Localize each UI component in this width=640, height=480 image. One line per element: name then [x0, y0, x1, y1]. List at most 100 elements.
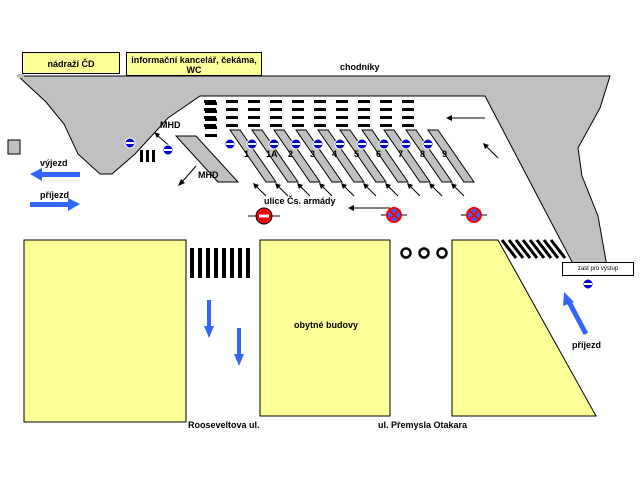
arrowhead-street: [348, 205, 354, 211]
crosswalk-stripe: [380, 124, 392, 127]
bus-sign-bar: [164, 149, 172, 151]
platform-island: [405, 129, 453, 183]
entry-arrow: [365, 185, 377, 197]
crosswalk-stripe: [549, 239, 567, 259]
crosswalk-stripe: [402, 116, 414, 119]
platform-entry-arrows: [253, 183, 465, 197]
platform-number: 9: [442, 149, 447, 159]
info-office-building: informační kancelář, čekáma, WC: [126, 52, 262, 76]
crosswalk-stripe: [336, 108, 348, 111]
crosswalk-stripe: [542, 239, 560, 259]
bus-stop-sign-icon: [162, 144, 174, 156]
building-left: [23, 239, 187, 423]
crosswalk-stripe: [402, 124, 414, 127]
bus-sign-bar: [126, 142, 134, 144]
ground-edge: [18, 74, 24, 78]
arrow-arrival-left: [30, 198, 80, 211]
crosswalk-stripe: [226, 108, 238, 111]
crosswalk-stripe: [292, 100, 304, 103]
crosswalk-stripe: [226, 124, 238, 127]
platform-island: [273, 129, 321, 183]
entry-arrow: [409, 185, 421, 197]
no-stopping-sign-icon: [381, 207, 407, 223]
crosswalk-stripe: [314, 116, 326, 119]
platform-number: 1A: [266, 149, 278, 159]
residential-label: obytné budovy: [294, 320, 359, 330]
bus-sign-bar: [358, 143, 366, 145]
crosswalk-stripe: [528, 239, 546, 259]
bollard-icon: [418, 247, 430, 259]
crosswalk-stripe: [204, 116, 216, 119]
roosevelt-street-label: Rooseveltova ul.: [188, 420, 260, 430]
crosswalk-stripe: [402, 100, 414, 103]
platform-number: 4: [332, 149, 337, 159]
bus-sign-bar: [584, 283, 592, 285]
crosswalk-stripe: [535, 239, 553, 259]
crosswalk-stripe: [521, 239, 539, 259]
crosswalk-stripe: [205, 134, 217, 137]
exit-sign-label: zast pro výstup: [577, 266, 619, 272]
entry-arrow: [431, 185, 443, 197]
entry-arrowhead: [385, 183, 391, 189]
departure-label: výjezd: [40, 158, 68, 168]
premysl-street-label: ul. Přemysla Otakara: [378, 420, 468, 430]
crosswalk-stripe: [246, 248, 250, 278]
bus-stop-sign-icon: [290, 138, 302, 150]
entry-arrowhead: [297, 183, 303, 189]
bus-stop-sign-icon: [400, 138, 412, 150]
entry-arrowhead: [363, 183, 369, 189]
bus-stop-sign-icon: [124, 137, 136, 149]
crosswalk-stripe: [270, 100, 282, 103]
entry-arrowhead: [429, 183, 435, 189]
sidewalks-label: chodníky: [340, 62, 380, 72]
crosswalk-stripe: [314, 124, 326, 127]
crosswalk-stripe: [205, 126, 217, 129]
platform-number: 3: [310, 149, 315, 159]
no-stopping-sign-icon: [461, 207, 487, 223]
bus-sign-bar: [248, 143, 256, 145]
crosswalk-stripe: [358, 124, 370, 127]
bus-stop-sign-icon: [246, 138, 258, 150]
entry-arrow: [277, 185, 289, 197]
bus-sign-bar: [226, 143, 234, 145]
bus-stop-sign-icon: [312, 138, 324, 150]
bus-sign-bar: [314, 143, 322, 145]
crosswalk-stripe: [380, 116, 392, 119]
crosswalk-stripe: [248, 124, 260, 127]
station-building: nádraží ČD: [22, 52, 120, 74]
platform-number: 5: [354, 149, 359, 159]
entry-arrowhead: [451, 183, 457, 189]
street-label: ulice Čs. armády: [264, 196, 336, 206]
crosswalk-stripe: [226, 100, 238, 103]
mhd-arrow-down: [181, 165, 197, 183]
crosswalk-stripe: [230, 248, 234, 278]
crosswalk-stripe: [358, 108, 370, 111]
platform-number: 8: [420, 149, 425, 159]
crosswalk-bottom-right: [500, 239, 567, 259]
crosswalk-stripe: [248, 116, 260, 119]
entry-arrow: [321, 185, 333, 197]
info-office-label: informační kancelář, čekáma, WC: [131, 55, 257, 75]
bus-stop-sign-icon: [224, 138, 236, 150]
crosswalk-roosevelt: [190, 248, 250, 278]
platform-number: 6: [376, 149, 381, 159]
mhd-label-bottom: MHD: [198, 170, 219, 180]
platform-island: [295, 129, 343, 183]
entry-arrowhead: [407, 183, 413, 189]
crosswalk-stripe: [402, 108, 414, 111]
crosswalk-stripe: [358, 116, 370, 119]
crosswalk-stripe: [198, 248, 202, 278]
platform-islands: [229, 129, 475, 183]
entry-arrow: [453, 185, 465, 197]
bus-sign-bar: [402, 143, 410, 145]
crosswalk-stripe: [204, 100, 216, 103]
bus-stop-sign-icon: [378, 138, 390, 150]
crosswalk-stripe: [205, 110, 217, 113]
crosswalk-stripe: [248, 100, 260, 103]
bus-sign-bar: [424, 143, 432, 145]
crosswalk-stripe: [314, 100, 326, 103]
crosswalk-stripe: [222, 248, 226, 278]
bus-stop-sign-icon: [582, 278, 594, 290]
